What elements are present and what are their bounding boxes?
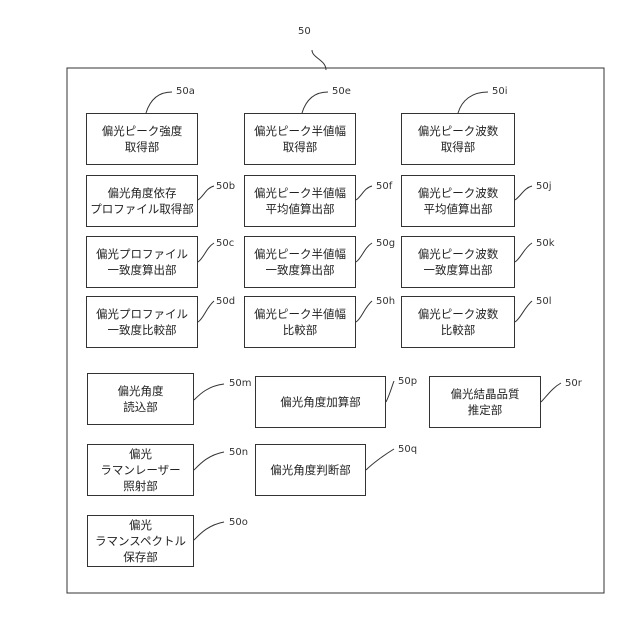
block-text-line: 比較部 bbox=[441, 322, 476, 338]
root-leader-line bbox=[312, 50, 326, 70]
reference-label-50g: 50g bbox=[376, 238, 395, 249]
block-text-line: 一致度算出部 bbox=[266, 262, 335, 278]
block-50c: 偏光プロファイル一致度算出部 bbox=[86, 236, 198, 288]
block-text-line: 平均値算出部 bbox=[424, 201, 493, 217]
block-50p: 偏光角度加算部 bbox=[255, 376, 386, 428]
block-text-line: 偏光角度加算部 bbox=[280, 394, 361, 410]
reference-label-50m: 50m bbox=[229, 378, 251, 389]
reference-label-50i: 50i bbox=[492, 86, 508, 97]
block-50r: 偏光結晶品質推定部 bbox=[429, 376, 541, 428]
block-text-line: 偏光プロファイル bbox=[96, 246, 188, 262]
block-text-line: 推定部 bbox=[468, 402, 503, 418]
block-text-line: 読込部 bbox=[123, 399, 158, 415]
leader-line-50m bbox=[194, 384, 224, 400]
block-50l: 偏光ピーク波数比較部 bbox=[401, 296, 515, 348]
block-50k: 偏光ピーク波数一致度算出部 bbox=[401, 236, 515, 288]
block-text-line: 取得部 bbox=[125, 139, 160, 155]
block-50b: 偏光角度依存プロファイル取得部 bbox=[86, 175, 198, 227]
reference-label-50f: 50f bbox=[376, 181, 392, 192]
leader-line-50l bbox=[515, 301, 532, 322]
block-text-line: ラマンレーザー bbox=[100, 462, 180, 478]
reference-label-50h: 50h bbox=[376, 296, 395, 307]
leader-line-50p bbox=[386, 381, 394, 402]
leader-line-50g bbox=[356, 243, 372, 262]
block-50h: 偏光ピーク半値幅比較部 bbox=[244, 296, 356, 348]
block-50e: 偏光ピーク半値幅取得部 bbox=[244, 113, 356, 165]
block-text-line: 偏光角度判断部 bbox=[270, 462, 351, 478]
block-text-line: 比較部 bbox=[283, 322, 318, 338]
block-text-line: 保存部 bbox=[123, 549, 158, 565]
block-text-line: 一致度算出部 bbox=[108, 262, 177, 278]
block-text-line: 偏光ピーク半値幅 bbox=[254, 185, 346, 201]
leader-line-50e bbox=[302, 92, 328, 113]
block-text-line: 偏光ピーク波数 bbox=[418, 123, 499, 139]
leader-line-50k bbox=[515, 243, 532, 262]
leader-line-50j bbox=[515, 186, 532, 200]
block-text-line: 平均値算出部 bbox=[266, 201, 335, 217]
reference-label-50k: 50k bbox=[536, 238, 555, 249]
block-text-line: 偏光ピーク半値幅 bbox=[254, 246, 346, 262]
block-text-line: 偏光ピーク波数 bbox=[418, 246, 499, 262]
block-text-line: 偏光ピーク半値幅 bbox=[254, 123, 346, 139]
leader-line-50d bbox=[198, 301, 214, 322]
reference-label-50r: 50r bbox=[565, 378, 582, 389]
leader-line-50c bbox=[198, 243, 214, 262]
block-text-line: 偏光 bbox=[129, 517, 152, 533]
block-text-line: 偏光ピーク半値幅 bbox=[254, 306, 346, 322]
leader-line-50h bbox=[356, 301, 372, 322]
reference-label-50n: 50n bbox=[229, 447, 248, 458]
block-text-line: 取得部 bbox=[441, 139, 476, 155]
leader-line-50f bbox=[356, 186, 372, 200]
leader-line-50n bbox=[194, 452, 224, 470]
reference-label-50l: 50l bbox=[536, 296, 552, 307]
block-text-line: 偏光ピーク波数 bbox=[418, 185, 499, 201]
reference-label-50c: 50c bbox=[216, 238, 234, 249]
block-50m: 偏光角度読込部 bbox=[87, 373, 194, 425]
leader-line-50o bbox=[194, 522, 224, 540]
reference-label-50d: 50d bbox=[216, 296, 235, 307]
block-50g: 偏光ピーク半値幅一致度算出部 bbox=[244, 236, 356, 288]
block-50f: 偏光ピーク半値幅平均値算出部 bbox=[244, 175, 356, 227]
block-text-line: プロファイル取得部 bbox=[90, 201, 194, 217]
block-text-line: 偏光ピーク波数 bbox=[418, 306, 499, 322]
reference-label-50a: 50a bbox=[176, 86, 195, 97]
reference-label-50b: 50b bbox=[216, 181, 235, 192]
block-text-line: 偏光ピーク強度 bbox=[102, 123, 183, 139]
block-50i: 偏光ピーク波数取得部 bbox=[401, 113, 515, 165]
reference-label-50e: 50e bbox=[332, 86, 351, 97]
block-50q: 偏光角度判断部 bbox=[255, 444, 366, 496]
leader-line-50b bbox=[198, 186, 214, 200]
leader-line-50a bbox=[146, 92, 172, 113]
block-50a: 偏光ピーク強度取得部 bbox=[86, 113, 198, 165]
leader-line-50r bbox=[541, 383, 561, 402]
leader-line-50q bbox=[366, 449, 394, 470]
block-text-line: 偏光結晶品質 bbox=[451, 386, 520, 402]
block-text-line: ラマンスペクトル bbox=[95, 533, 186, 549]
reference-label-50j: 50j bbox=[536, 181, 552, 192]
leader-line-50i bbox=[458, 92, 488, 113]
root-label: 50 bbox=[298, 26, 311, 37]
reference-label-50p: 50p bbox=[398, 376, 417, 387]
block-text-line: 偏光 bbox=[129, 446, 152, 462]
block-text-line: 一致度算出部 bbox=[424, 262, 493, 278]
block-text-line: 照射部 bbox=[123, 478, 158, 494]
block-text-line: 一致度比較部 bbox=[108, 322, 177, 338]
block-text-line: 取得部 bbox=[283, 139, 318, 155]
reference-label-50q: 50q bbox=[398, 444, 417, 455]
block-50o: 偏光ラマンスペクトル保存部 bbox=[87, 515, 194, 567]
block-text-line: 偏光角度依存 bbox=[108, 185, 177, 201]
block-text-line: 偏光角度 bbox=[118, 383, 164, 399]
block-50n: 偏光ラマンレーザー照射部 bbox=[87, 444, 194, 496]
block-50d: 偏光プロファイル一致度比較部 bbox=[86, 296, 198, 348]
block-50j: 偏光ピーク波数平均値算出部 bbox=[401, 175, 515, 227]
reference-label-50o: 50o bbox=[229, 517, 248, 528]
block-text-line: 偏光プロファイル bbox=[96, 306, 188, 322]
